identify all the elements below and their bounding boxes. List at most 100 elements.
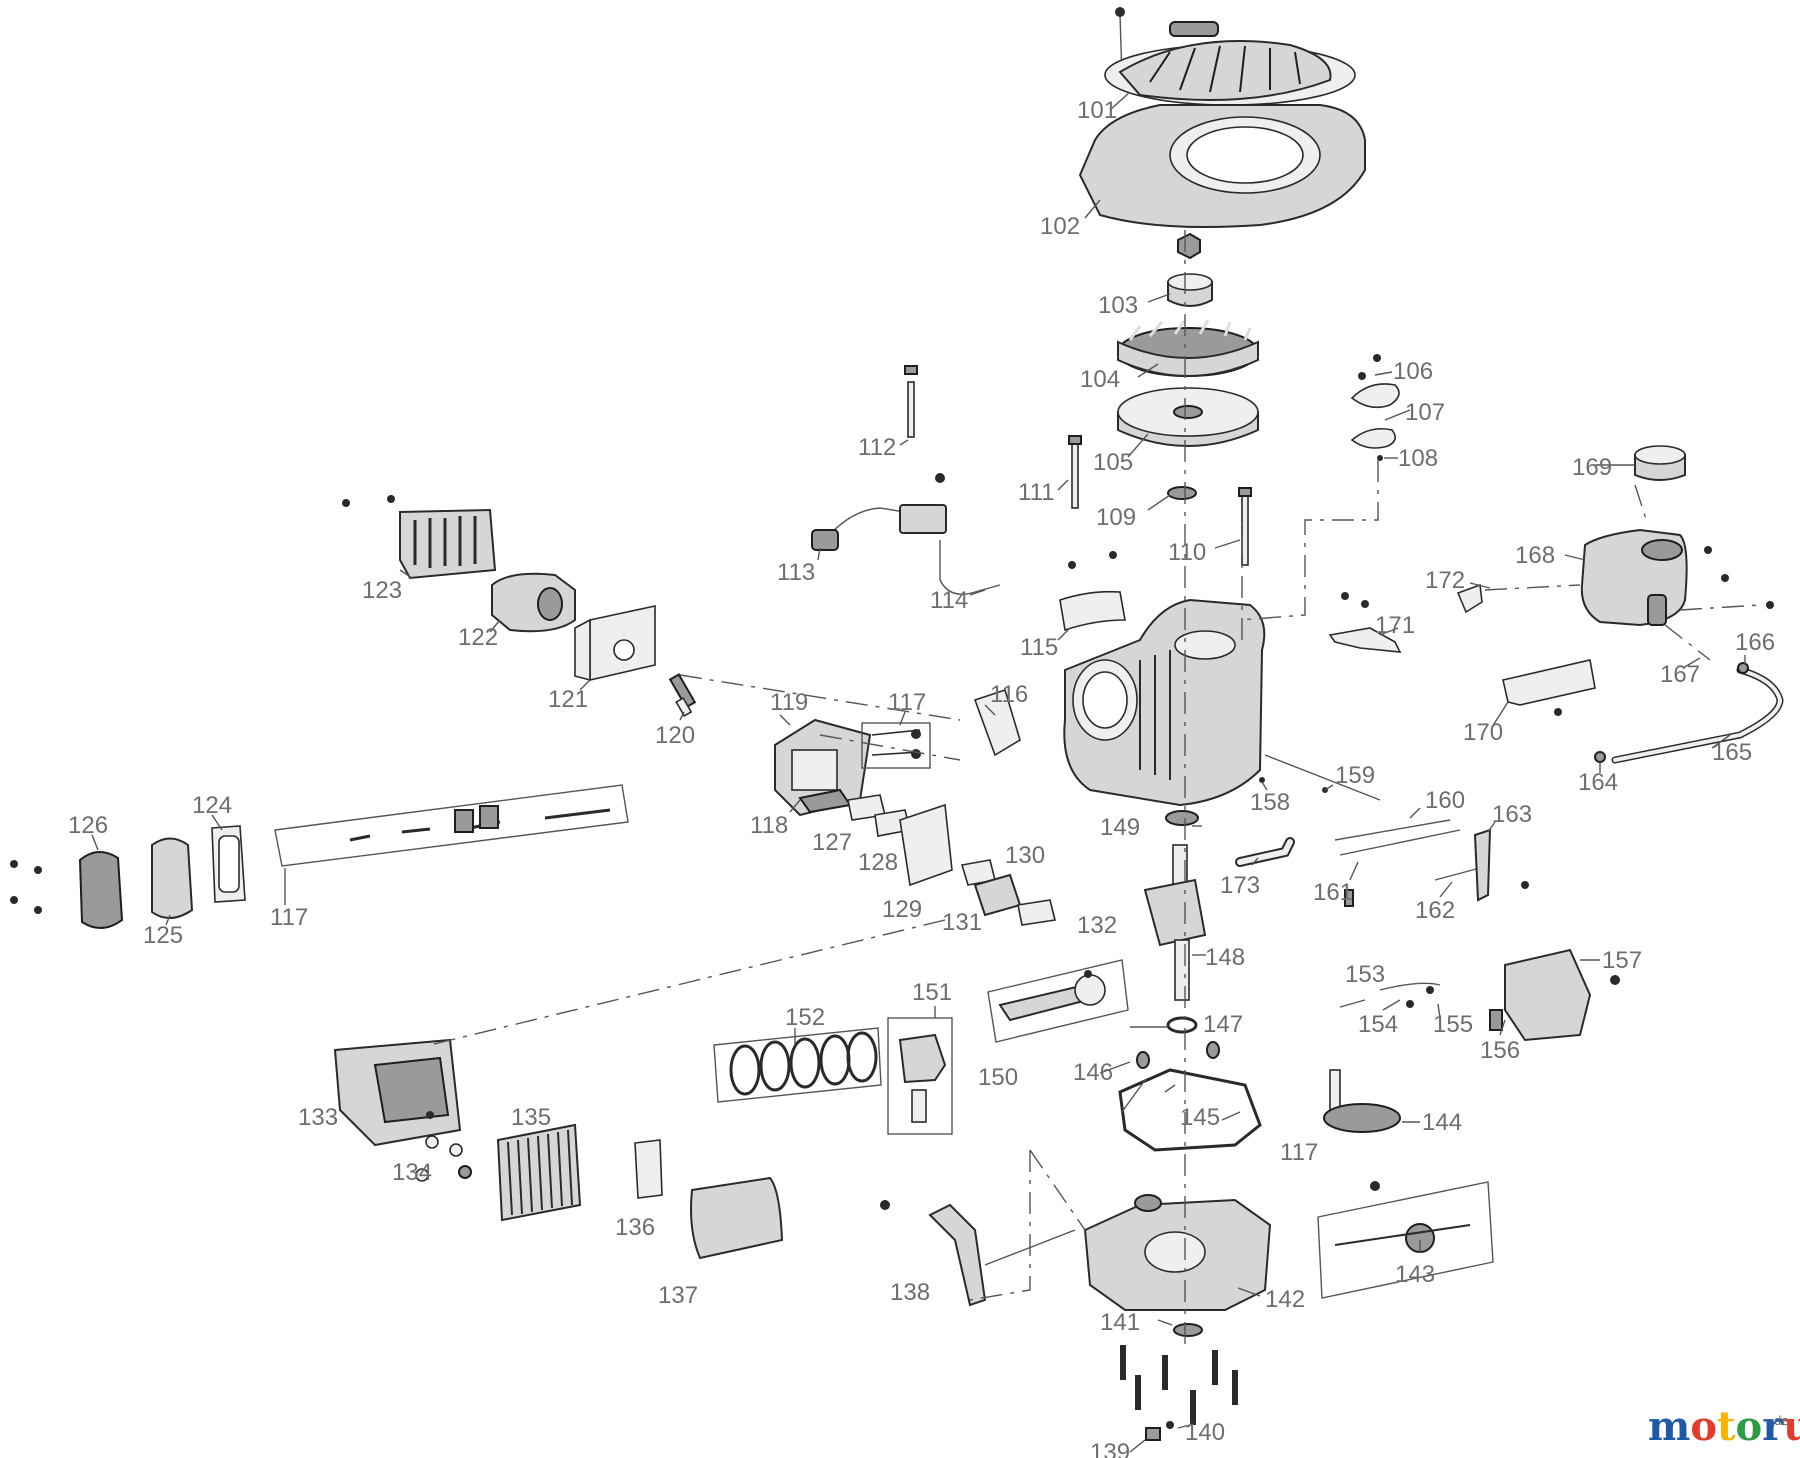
label-137: 137	[658, 1282, 698, 1309]
label-155: 155	[1433, 1011, 1473, 1038]
air-filter-housing-122	[491, 572, 576, 633]
rocker-cover-124-126	[10, 825, 246, 929]
flywheel-105	[1117, 387, 1259, 447]
label-135: 135	[511, 1104, 551, 1131]
label-134: 134	[392, 1159, 432, 1186]
label-159: 159	[1335, 762, 1375, 789]
label-105: 105	[1093, 449, 1133, 476]
label-129: 129	[882, 896, 922, 923]
label-157: 157	[1602, 947, 1642, 974]
label-148: 148	[1205, 944, 1245, 971]
air-filter-plate-121	[574, 605, 656, 682]
label-122: 122	[458, 624, 498, 651]
label-128: 128	[858, 849, 898, 876]
drain-parts-139-141	[1120, 1323, 1238, 1441]
label-143: 143	[1395, 1261, 1435, 1288]
label-133: 133	[298, 1104, 338, 1131]
grommets-134	[415, 1135, 472, 1182]
label-118: 118	[750, 812, 788, 839]
watermark-letter-3: o	[1736, 1403, 1763, 1450]
valve-gear-kit-117	[274, 784, 629, 867]
label-141: 141	[1100, 1309, 1140, 1336]
label-147: 147	[1203, 1011, 1243, 1038]
cooling-fan-104	[1117, 319, 1259, 377]
label-164: 164	[1578, 769, 1618, 796]
spark-plug-120	[668, 673, 697, 718]
label-115: 115	[1020, 634, 1058, 661]
cylinder-head-118	[774, 718, 872, 817]
label-153: 153	[1345, 961, 1385, 988]
label-130: 130	[1005, 842, 1045, 869]
intake-parts-127-130	[847, 794, 996, 887]
label-117-lower: 117	[1280, 1139, 1318, 1166]
breather-tube-173-inner	[1237, 839, 1293, 865]
label-125: 125	[143, 922, 183, 949]
studs-110-111-112	[904, 365, 1252, 566]
air-filter-base-133	[333, 1038, 462, 1147]
air-filter-cover-137	[690, 1176, 784, 1260]
label-166: 166	[1735, 629, 1775, 656]
stop-switch-106-108	[1350, 354, 1400, 461]
label-127: 127	[812, 829, 852, 856]
label-120: 120	[655, 722, 695, 749]
label-144: 144	[1422, 1109, 1462, 1136]
oil-seal-109	[1167, 486, 1197, 500]
fuel-line-165	[1594, 662, 1784, 764]
label-124: 124	[192, 792, 232, 819]
label-121: 121	[548, 686, 588, 713]
valve-spring-kit-117	[861, 722, 931, 769]
label-110: 110	[1168, 539, 1206, 566]
oil-fill-tube-138	[880, 1200, 987, 1307]
label-146: 146	[1073, 1059, 1113, 1086]
label-109: 109	[1096, 504, 1136, 531]
label-156: 156	[1480, 1037, 1520, 1064]
governor-arm-163	[1473, 828, 1529, 902]
watermark-tld: .de	[1770, 1414, 1789, 1428]
label-111: 111	[1018, 479, 1054, 506]
recoil-starter-101	[1104, 7, 1356, 106]
label-108: 108	[1398, 445, 1438, 472]
label-114: 114	[930, 587, 968, 614]
label-165: 165	[1712, 739, 1752, 766]
crankcase-cover-142	[1083, 1194, 1272, 1311]
label-162: 162	[1415, 897, 1455, 924]
watermark-brand: motoruf	[1648, 1403, 1800, 1450]
label-167: 167	[1660, 661, 1700, 688]
label-132: 132	[1077, 912, 1117, 939]
label-117: 117	[888, 689, 926, 716]
label-170: 170	[1463, 719, 1503, 746]
label-161: 161	[1313, 879, 1353, 906]
label-138: 138	[890, 1279, 930, 1306]
label-113: 113	[777, 559, 815, 586]
label-171: 171	[1375, 612, 1415, 639]
brackets-170-172	[1328, 583, 1596, 716]
label-126: 126	[68, 812, 108, 839]
label-103: 103	[1098, 292, 1138, 319]
label-172: 172	[1425, 567, 1465, 594]
label-150: 150	[978, 1064, 1018, 1091]
governor-rods-158-162	[1259, 754, 1481, 907]
label-117-left: 117	[270, 904, 308, 931]
governor-kit-143	[1317, 1181, 1494, 1299]
label-158: 158	[1250, 789, 1290, 816]
starter-cup-103	[1167, 232, 1213, 307]
label-116: 116	[990, 681, 1028, 708]
piston-151	[887, 1017, 953, 1135]
watermark-letter-4: r	[1762, 1403, 1784, 1450]
throttle-linkage-153-157	[1379, 948, 1620, 1042]
fan-housing-102	[1078, 104, 1366, 229]
piston-rings-152	[713, 1027, 882, 1103]
carburetor-131	[973, 873, 1056, 926]
label-131: 131	[942, 909, 982, 936]
label-101: 101	[1077, 97, 1117, 124]
label-154: 154	[1358, 1011, 1398, 1038]
label-142: 142	[1265, 1286, 1305, 1313]
label-123: 123	[362, 577, 402, 604]
label-149: 149	[1100, 814, 1140, 841]
fuel-cap-169	[1634, 445, 1686, 481]
tank-bolts	[1704, 546, 1774, 609]
assembly-centerlines	[429, 230, 1761, 1345]
label-151: 151	[912, 979, 952, 1006]
engine-block	[1063, 598, 1266, 807]
